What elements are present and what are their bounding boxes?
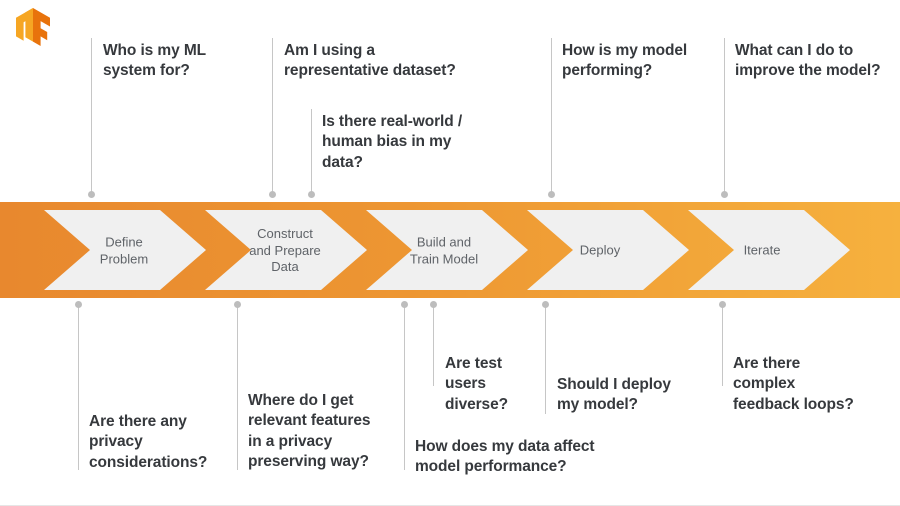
leader-line-are-test-users-diverse <box>433 304 434 386</box>
stage-label-deploy: Deploy <box>579 242 621 258</box>
leader-dot-are-test-users-diverse <box>430 301 437 308</box>
leader-line-who-is-my-ml-system-for <box>91 38 92 194</box>
leader-line-are-there-complex-feedback-loops <box>722 304 723 386</box>
leader-line-am-i-using-a-representative-dataset <box>272 38 273 194</box>
leader-dot-is-there-real-world-human-bias-in-my-data <box>308 191 315 198</box>
stage-label-construct-and-prepare-data: Construct and Prepare Data <box>249 226 321 275</box>
callout-should-i-deploy-my-model: Should I deploy my model? <box>557 376 671 414</box>
leader-line-how-is-my-model-performing <box>551 38 552 194</box>
chevron-deploy <box>527 210 689 290</box>
callout-are-there-complex-feedback-loops: Are there complex feedback loops? <box>733 355 854 413</box>
leader-dot-what-can-i-do-to-improve-the-model <box>721 191 728 198</box>
leader-line-are-there-any-privacy-considerations <box>78 304 79 470</box>
leader-dot-are-there-any-privacy-considerations <box>75 301 82 308</box>
chevron-construct-and-prepare-data <box>205 210 367 290</box>
stage-label-define-problem: Define Problem <box>99 234 149 266</box>
stage-label-iterate: Iterate <box>743 242 781 258</box>
callout-what-can-i-do-to-improve-the-model: What can I do to improve the model? <box>735 42 881 80</box>
callout-where-do-i-get-relevant-features-in-a-privacy-preserving-way: Where do I get relevant features in a pr… <box>248 392 371 471</box>
stage-label-build-and-train-model: Build and Train Model <box>409 234 479 266</box>
callout-are-there-any-privacy-considerations: Are there any privacy considerations? <box>89 413 208 471</box>
callout-am-i-using-a-representative-dataset: Am I using a representative dataset? <box>284 42 456 80</box>
tensorflow-logo-icon <box>16 8 50 46</box>
leader-line-how-does-my-data-affect-model-performance <box>404 304 405 470</box>
leader-dot-should-i-deploy-my-model <box>542 301 549 308</box>
leader-line-should-i-deploy-my-model <box>545 304 546 414</box>
leader-line-is-there-real-world-human-bias-in-my-data <box>311 109 312 194</box>
callout-is-there-real-world-human-bias-in-my-data: Is there real-world / human bias in my d… <box>322 113 463 171</box>
leader-line-where-do-i-get-relevant-features-in-a-privacy-preserving-way <box>237 304 238 470</box>
leader-dot-how-does-my-data-affect-model-performance <box>401 301 408 308</box>
chevron-build-and-train-model <box>366 210 528 290</box>
chevron-define-problem <box>44 210 206 290</box>
callout-how-is-my-model-performing: How is my model performing? <box>562 42 688 80</box>
ml-pipeline-band <box>0 202 900 298</box>
chevron-iterate <box>688 210 850 290</box>
leader-line-what-can-i-do-to-improve-the-model <box>724 38 725 194</box>
leader-dot-how-is-my-model-performing <box>548 191 555 198</box>
callout-who-is-my-ml-system-for: Who is my ML system for? <box>103 42 206 80</box>
leader-dot-am-i-using-a-representative-dataset <box>269 191 276 198</box>
leader-dot-who-is-my-ml-system-for <box>88 191 95 198</box>
leader-dot-where-do-i-get-relevant-features-in-a-privacy-preserving-way <box>234 301 241 308</box>
leader-dot-are-there-complex-feedback-loops <box>719 301 726 308</box>
callout-are-test-users-diverse: Are test users diverse? <box>445 355 508 413</box>
callout-how-does-my-data-affect-model-performance: How does my data affect model performanc… <box>415 438 595 476</box>
